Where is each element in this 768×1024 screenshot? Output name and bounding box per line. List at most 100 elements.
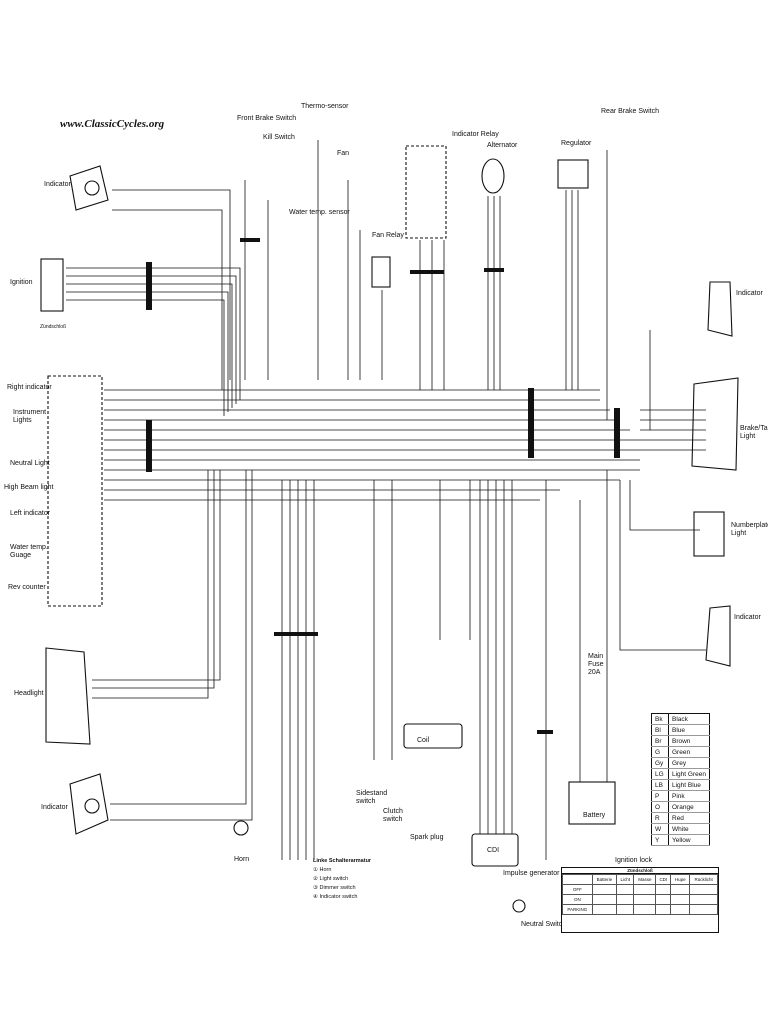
legend-code: R [651,812,669,824]
cdi-label: CDI [487,847,500,854]
legend-color-name: Green [668,746,710,758]
ignition-table-cell [655,884,672,895]
legend-code: Gy [651,757,669,769]
coil-label: Coil [417,737,430,744]
ignition-table-cell [616,894,635,905]
legend-code: Y [651,834,669,846]
ignition-label: Ignition [10,279,33,286]
instrument-panel-box [47,375,103,607]
brake-tail-light-housing [691,377,739,471]
indicator-right-rear-housing [705,605,731,667]
ignition-table-column: Masse [633,874,657,885]
legend-code: P [651,790,669,802]
battery-label: Battery [583,812,606,819]
ignition-table-cell [616,904,635,915]
left-switch-key-list: Linke Schalterarmatur ① Horn ② Light swi… [313,857,371,902]
ignition-table-cell [689,894,718,905]
clutch-switch-label: Clutch switch [383,808,403,823]
ignition-table-cell [591,894,618,905]
legend-color-name: Light Blue [668,779,710,791]
left-switch-item: ④ Indicator switch [313,894,358,900]
ignition-table-header: Zündschloß [562,868,718,874]
alternator-symbol [481,158,505,194]
instrument-lights-label: Instrument Lights [13,409,47,424]
sidestand-switch-label: Sidestand switch [356,790,388,805]
ignition-lock-label: Ignition lock [615,857,652,864]
ignition-table-cell [633,884,657,895]
alternator-label: Alternator [487,142,518,149]
legend-code: Br [651,735,669,747]
ignition-table-column: Licht [616,874,635,885]
legend-code: O [651,801,669,813]
indicator-relay-label: Indicator Relay [452,131,499,138]
ignition-table-cell [670,904,691,915]
legend-code: Bl [651,724,669,736]
indicator-rear-left-housing [69,773,109,835]
neutral-light-label: Neutral Light [10,460,50,467]
headlight-label: Headlight [14,690,44,697]
numberplate-light-housing [693,511,725,557]
ignition-table-cell [689,884,718,895]
water-temp-sensor-label: Water temp. sensor [289,209,350,216]
indicator-relay-box [405,145,447,239]
site-watermark: www.ClassicCycles.org [60,118,165,130]
legend-color-name: Black [668,713,710,725]
legend-code: Bk [651,713,669,725]
indicator-front-left-bulb-icon [84,180,100,196]
ignition-table-cell [616,884,635,895]
legend-code: LG [651,768,669,780]
legend-color-name: White [668,823,710,835]
regulator-label: Regulator [561,140,592,147]
neutral-switch-label: Neutral Switch [521,921,567,928]
right-indicator-label: Right indicator [7,384,52,391]
rear-brake-switch-label: Rear Brake Switch [601,108,659,115]
indicator-right-front-label: Indicator [736,290,763,297]
headlight-housing [45,647,91,745]
ignition-table-cell [689,904,718,915]
ignition-table-column: Rücklicht [689,874,718,885]
ignition-table-row: ON [562,894,718,905]
impulse-generator-label: Impulse generator [503,870,560,877]
indicator-rear-left-bulb-icon [84,798,100,814]
indicator-rear-left-label: Indicator [41,804,68,811]
left-switch-item: ② Light switch [313,876,349,882]
ignition-table-cell: OFF [562,884,593,895]
legend-color-name: Light Green [668,768,710,780]
ignition-table-cell [591,884,618,895]
legend-code: LB [651,779,669,791]
left-switch-item: ① Horn [313,867,332,873]
ignition-table-cell: PARKING [562,904,593,915]
ignition-table-column: Batterie [591,874,618,885]
legend-code: W [651,823,669,835]
legend-color-name: Grey [668,757,710,769]
neutral-switch-symbol [512,899,526,913]
left-switch-item: ③ Dimmer switch [313,885,356,891]
fan-relay-box [371,256,391,288]
main-fuse-label: Main Fuse 20A [588,653,604,676]
ignition-table-cell [655,904,672,915]
ignition-block [40,258,64,312]
indicator-front-left-label: Indicator [44,181,71,188]
legend-color-name: Red [668,812,710,824]
thermo-sensor-label: Thermo-sensor [301,103,349,110]
ignition-table-cell [670,894,691,905]
ignition-table-row: OFF [562,884,718,895]
legend-code: G [651,746,669,758]
high-beam-light-label: High Beam light [4,484,54,491]
left-switch-title: Linke Schalterarmatur [313,858,372,864]
indicator-right-front-housing [707,281,733,337]
legend-color-name: Yellow [668,834,710,846]
